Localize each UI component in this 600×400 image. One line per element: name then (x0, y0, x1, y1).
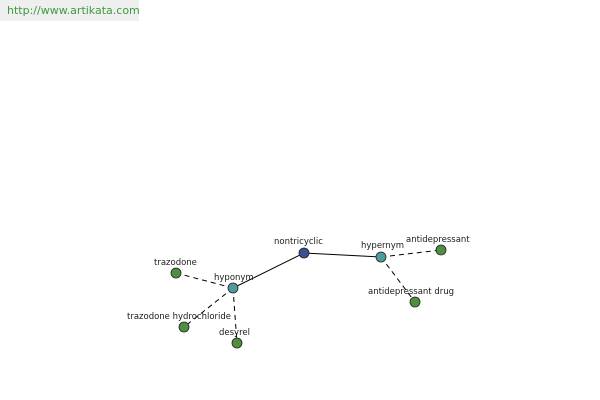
graph-edges (175, 249, 442, 344)
edge-nontricyclic-hyponym (232, 252, 305, 289)
node-trazodone-hydrochloride[interactable] (178, 321, 190, 333)
label-hyponym[interactable]: hyponym (214, 273, 254, 283)
node-hyponym[interactable] (227, 282, 239, 294)
label-hypernym[interactable]: hypernym (361, 241, 404, 251)
edge-hypernym-antidepressant-drug (380, 256, 416, 303)
site-url-link[interactable]: http://www.artikata.com (7, 4, 140, 17)
label-nontricyclic[interactable]: nontricyclic (274, 237, 323, 247)
edge-hyponym-trazodone (175, 272, 234, 289)
edge-hyponym-trazodone-hydrochloride (183, 287, 234, 328)
edge-hypernym-antidepressant (380, 249, 442, 258)
label-antidepressant-drug[interactable]: antidepressant drug (368, 287, 454, 297)
label-trazodone-hydrochloride[interactable]: trazodone hydrochloride (127, 312, 231, 322)
node-trazodone[interactable] (170, 267, 182, 279)
graph-labels: nontricyclic hyponym hypernym trazodone … (127, 235, 470, 338)
edge-nontricyclic-hypernym (303, 252, 382, 258)
node-desyrel[interactable] (231, 337, 243, 349)
node-hypernym[interactable] (375, 251, 387, 263)
node-antidepressant-drug[interactable] (409, 296, 421, 308)
node-antidepressant[interactable] (435, 244, 447, 256)
url-bar: http://www.artikata.com (0, 0, 140, 21)
label-desyrel[interactable]: desyrel (219, 328, 250, 338)
label-trazodone[interactable]: trazodone (154, 258, 197, 268)
edge-hyponym-desyrel (232, 287, 238, 344)
label-antidepressant[interactable]: antidepressant (406, 235, 470, 245)
node-nontricyclic[interactable] (298, 247, 310, 259)
graph-nodes (170, 244, 447, 349)
